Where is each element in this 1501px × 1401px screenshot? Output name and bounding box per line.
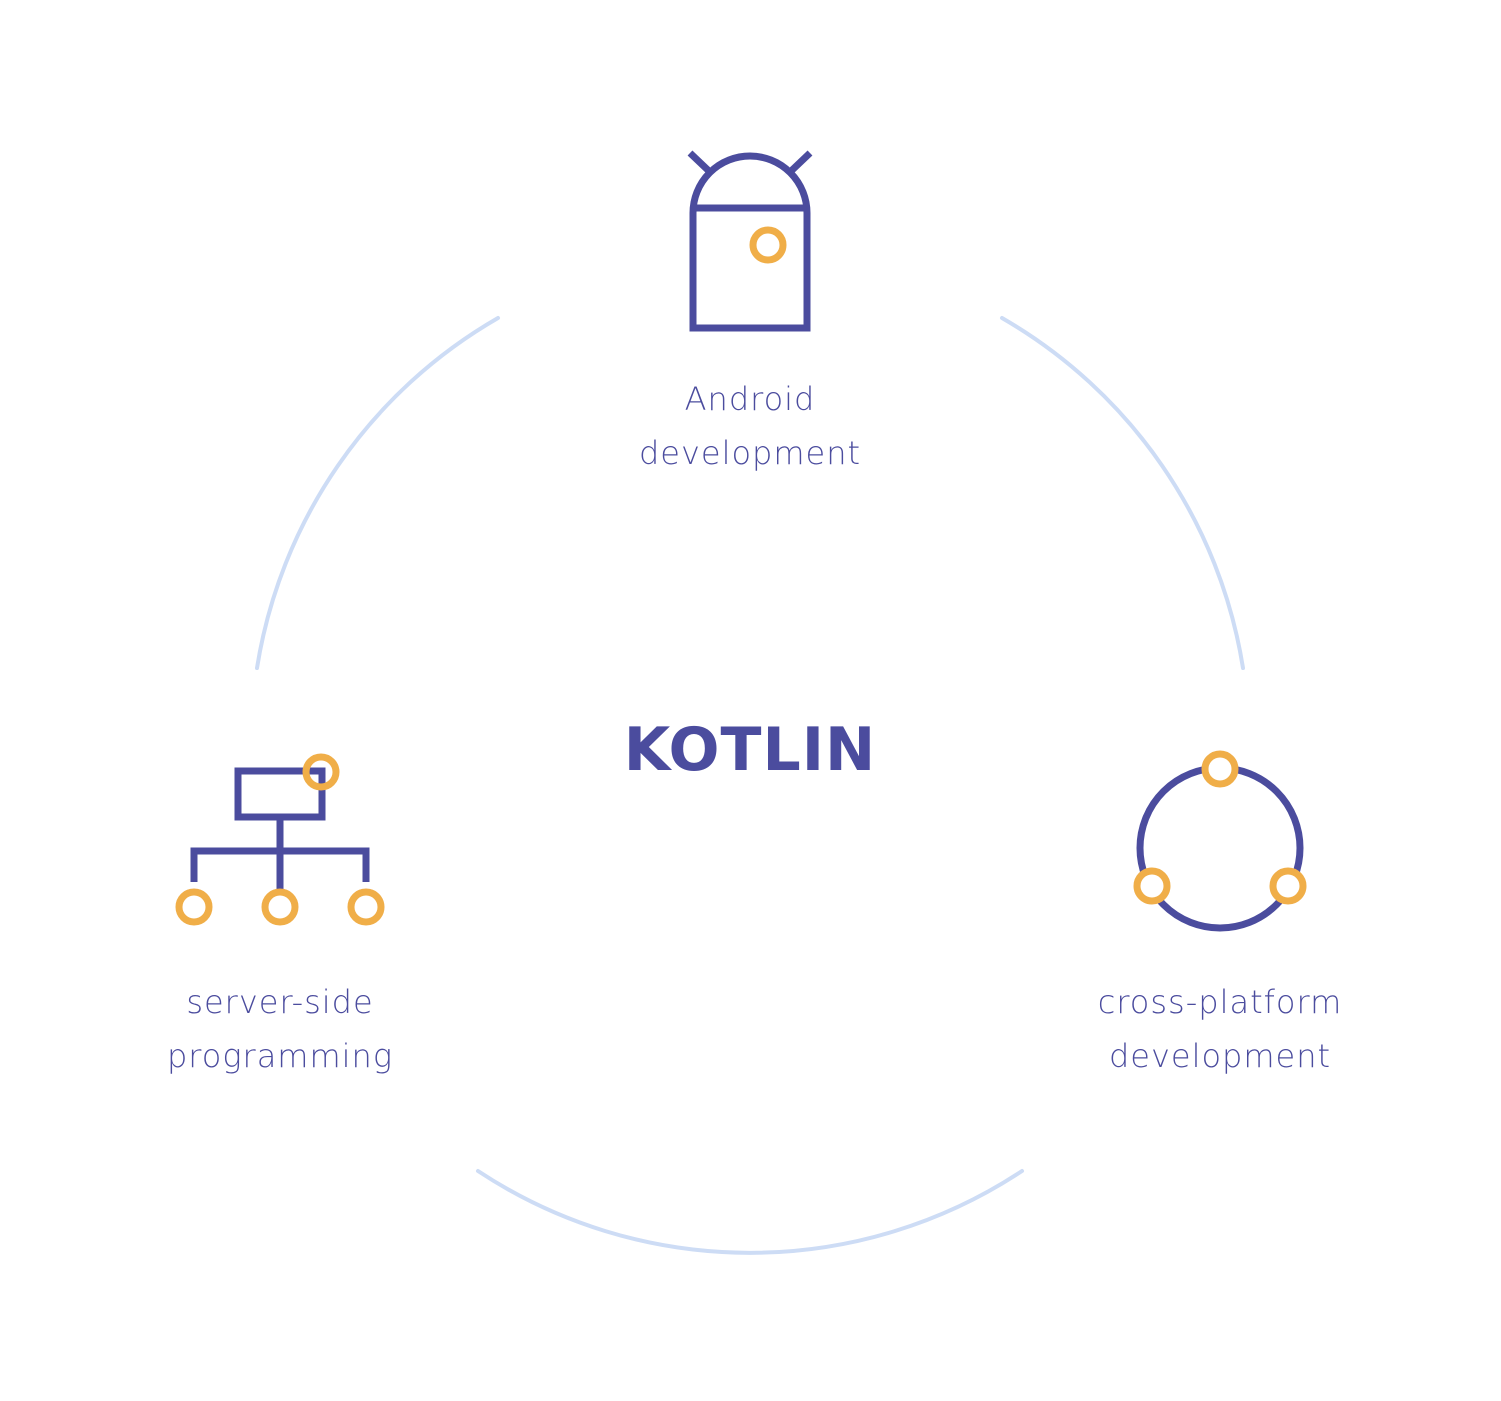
android-development-label: Android development	[600, 372, 900, 480]
server-label-line1: server-side	[186, 983, 374, 1021]
cross-platform-ring-icon	[1133, 750, 1307, 932]
cross-platform-development-label: cross-platform development	[1070, 975, 1370, 1083]
android-label-line2: development	[638, 434, 862, 472]
cross-ring	[1136, 764, 1304, 932]
cross-label-line1: cross-platform	[1097, 983, 1343, 1021]
server-branch	[190, 847, 370, 882]
server-hierarchy-icon	[175, 753, 385, 926]
android-robot-icon	[687, 150, 813, 332]
kotlin-title: KOTLIN	[623, 715, 877, 785]
android-antenna-left	[687, 150, 714, 176]
server-root-dot	[302, 753, 340, 791]
ring	[255, 316, 1245, 1255]
cross-dot-top	[1201, 750, 1239, 788]
server-leaf-dot-middle	[261, 888, 299, 926]
ring-arc-left	[255, 316, 500, 670]
server-label-line2: programming	[166, 1037, 394, 1075]
ring-arc-right	[1000, 316, 1245, 670]
cross-dot-right	[1269, 867, 1307, 905]
server-side-programming-label: server-side programming	[130, 975, 430, 1083]
android-label-line1: Android	[684, 380, 816, 418]
server-leaf-dot-right	[347, 888, 385, 926]
cross-dot-left	[1133, 867, 1171, 905]
android-eye-dot	[749, 226, 787, 264]
android-antenna-right	[786, 150, 813, 176]
ring-arc-bottom	[476, 1169, 1024, 1255]
cross-label-line2: development	[1108, 1037, 1332, 1075]
android-body	[689, 152, 811, 332]
server-leaf-dot-left	[175, 888, 213, 926]
